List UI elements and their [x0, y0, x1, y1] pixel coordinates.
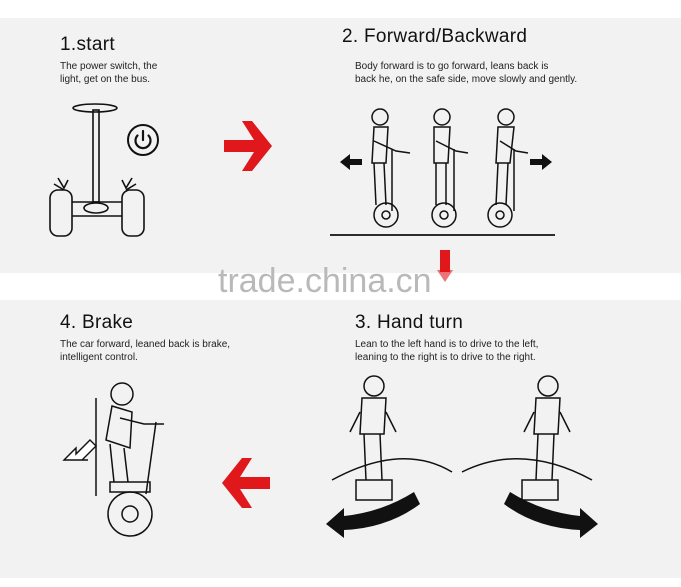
- forward-backward-illustration: [330, 108, 555, 236]
- top-band: [0, 18, 681, 273]
- arrow-left-icon: [222, 458, 270, 508]
- step4-desc-line2: intelligent control.: [60, 352, 138, 363]
- scooter-illustration: [49, 103, 145, 237]
- step3-desc-line2: leaning to the right is to drive to the …: [355, 352, 536, 363]
- step1-desc: The power switch, the light, get on the …: [60, 60, 157, 86]
- step2-desc-line2: back he, on the safe side, move slowly a…: [355, 74, 578, 85]
- step4-title: 4. Brake: [60, 312, 134, 333]
- step3-desc: Lean to the left hand is to drive to the…: [355, 338, 538, 364]
- power-icon: [127, 124, 159, 156]
- step2-desc-line1: Body forward is to go forward, leans bac…: [355, 61, 549, 72]
- step1-title: 1.start: [60, 34, 115, 55]
- brake-illustration: [62, 382, 164, 537]
- step4-desc-line1: The car forward, leaned back is brake,: [60, 339, 231, 350]
- arrow-right-icon: [224, 121, 272, 171]
- arrow-down-icon: [437, 250, 453, 282]
- step3-desc-line1: Lean to the left hand is to drive to the…: [355, 339, 539, 350]
- watermark: trade.china.cn: [218, 262, 432, 300]
- step2-desc: Body forward is to go forward, leans bac…: [355, 60, 577, 86]
- step4-desc: The car forward, leaned back is brake, i…: [60, 338, 230, 364]
- step3-title: 3. Hand turn: [355, 312, 464, 333]
- hand-turn-illustration: [326, 375, 598, 538]
- step1-desc-line2: light, get on the bus.: [60, 74, 151, 85]
- step1-desc-line1: The power switch, the: [60, 61, 158, 72]
- step2-title: 2. Forward/Backward: [342, 26, 528, 47]
